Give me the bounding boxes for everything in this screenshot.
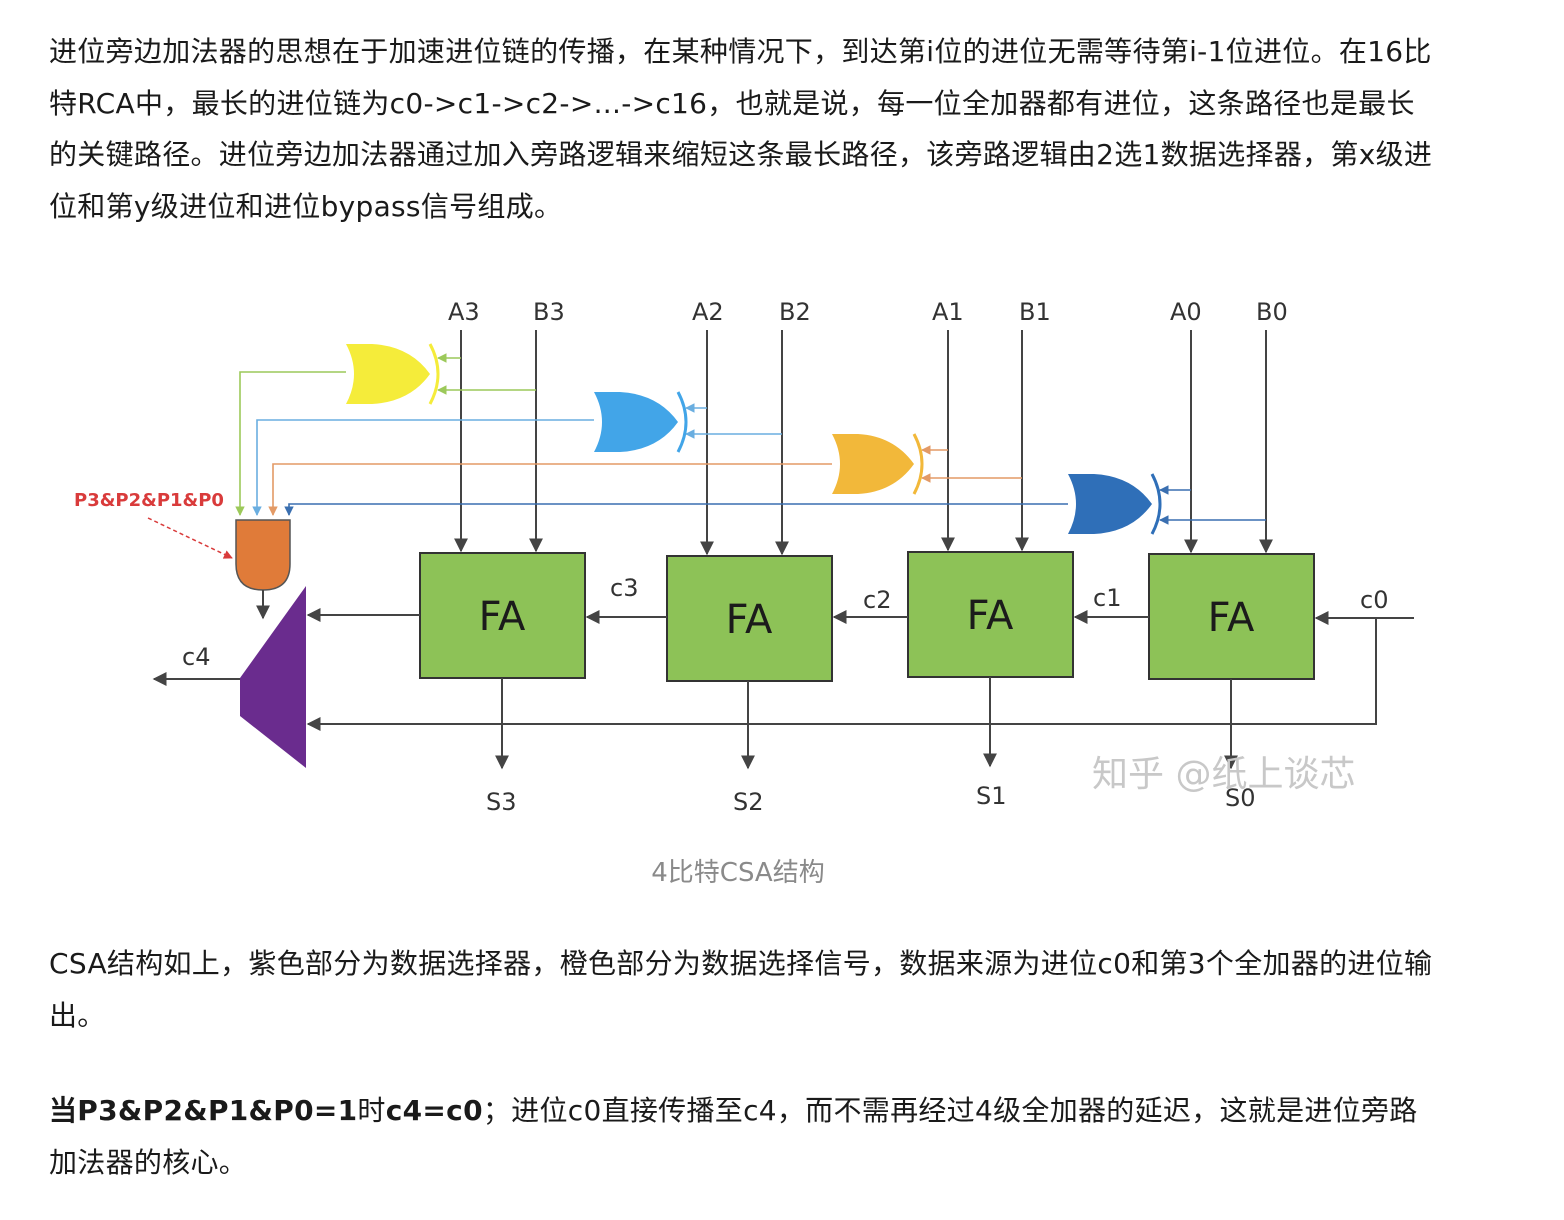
full-adder-3 (419, 552, 586, 679)
watermark: 知乎 @纸上谈芯 (1092, 754, 1355, 795)
input-label-a0: A0 (1170, 298, 1202, 326)
propagate-wires (235, 371, 1068, 516)
sum-wires (495, 677, 1238, 770)
carry-label-c4: c4 (182, 643, 210, 671)
input-label-b3: B3 (533, 298, 565, 326)
carry-label-c2: c2 (863, 586, 891, 614)
xor-gate-2 (594, 391, 688, 453)
condition-text: 当P3&P2&P1&P0=1 (49, 1094, 358, 1127)
full-adder-2 (666, 555, 833, 682)
intro-paragraph: 进位旁边加法器的思想在于加速进位链的传播，在某种情况下，到达第i位的进位无需等待… (49, 35, 1433, 223)
conclusion-rest: ；进位c0直接传播至c4，而不需再经过4级全加器的延迟，这就是进位旁路加法器的核… (49, 1094, 1418, 1179)
xor-gate-3 (346, 343, 440, 405)
csa-figure: A3 B3 A2 B2 A1 B1 A0 B0 (0, 268, 1564, 828)
carry-label-c0: c0 (1360, 586, 1388, 614)
and-gate-label: P3&P2&P1&P0 (74, 490, 224, 511)
full-adder-2-label: FA (726, 597, 773, 643)
full-adder-1 (907, 551, 1074, 678)
input-label-b2: B2 (779, 298, 811, 326)
sum-label-s3: S3 (486, 788, 517, 816)
sum-label-s2: S2 (733, 788, 764, 816)
input-label-a2: A2 (692, 298, 724, 326)
csa-diagram: A3 B3 A2 B2 A1 B1 A0 B0 (74, 298, 1414, 816)
input-label-a3: A3 (448, 298, 480, 326)
full-adder-0-label: FA (1208, 595, 1255, 641)
full-adder-1-label: FA (967, 593, 1014, 639)
full-adders: FA FA FA FA (419, 551, 1315, 682)
full-adder-0 (1148, 553, 1315, 680)
result-text: c4=c0 (385, 1094, 483, 1127)
xor-gates (346, 343, 1162, 535)
figure-caption: 4比特CSA结构 (651, 858, 825, 888)
input-label-b1: B1 (1019, 298, 1051, 326)
carry-label-c1: c1 (1093, 584, 1121, 612)
carry-chain (152, 608, 1414, 731)
input-label-b0: B0 (1256, 298, 1288, 326)
mux (240, 586, 306, 768)
carry-label-c3: c3 (610, 574, 638, 602)
sum-label-s0: S0 (1225, 784, 1256, 812)
and-label-pointer (147, 517, 233, 559)
sum-label-s1: S1 (976, 782, 1007, 810)
input-label-a1: A1 (932, 298, 964, 326)
xor-gate-1 (832, 433, 924, 495)
xor-gate-0 (1068, 473, 1162, 535)
and-gate (235, 519, 291, 591)
structure-paragraph: CSA结构如上，紫色部分为数据选择器，橙色部分为数据选择信号，数据来源为进位c0… (49, 947, 1433, 1032)
condition-connector: 时 (357, 1094, 386, 1127)
full-adder-3-label: FA (479, 594, 526, 640)
conclusion-paragraph: 当P3&P2&P1&P0=1时c4=c0；进位c0直接传播至c4，而不需再经过4… (49, 1085, 1439, 1188)
input-wires (454, 330, 1273, 556)
